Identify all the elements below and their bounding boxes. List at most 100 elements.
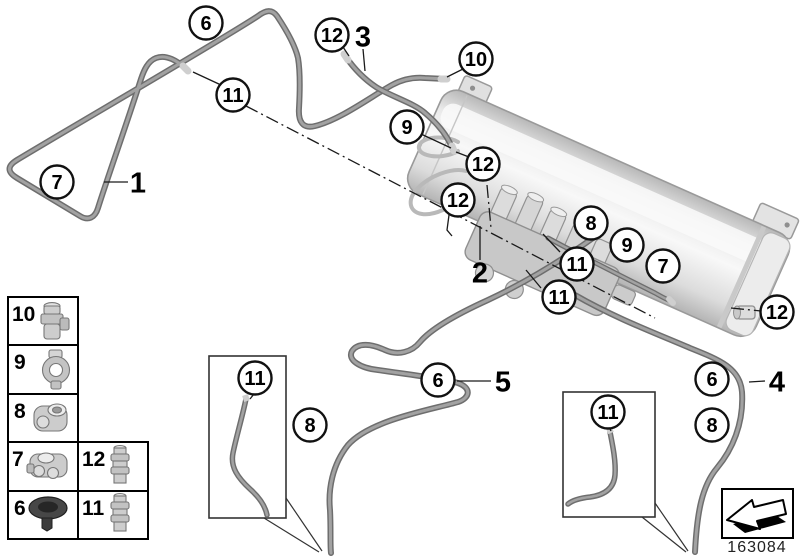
hose-main-core [8,9,448,220]
callout-12[interactable]: 12 [759,294,795,330]
hose-4 [572,292,746,555]
callout-number: 11 [566,254,587,276]
tab-hole [784,222,790,228]
direction-arrow-icon [726,499,787,533]
callout-circle[interactable] [458,41,494,77]
hose-end-fitting [448,142,458,155]
grommet-icon [28,496,68,532]
callout-11[interactable]: 11 [590,394,626,430]
callout-circle[interactable] [590,394,626,430]
callout-6[interactable]: 6 [188,5,224,41]
canister-highlight [440,103,781,270]
callout-10[interactable]: 10 [458,41,494,77]
callout-circle[interactable] [573,205,609,241]
callout-circle[interactable] [759,294,795,330]
callout-number: 2 [472,258,488,290]
looped-lines [408,135,468,217]
callout-number: 11 [597,402,618,424]
hose-3 [340,50,458,155]
legend-table: 10 9 8 [7,296,149,540]
callout-11[interactable]: 11 [541,279,577,315]
callout-number: 7 [657,256,668,278]
callout-number: 1 [130,168,146,200]
callout-5[interactable]: 5 [495,367,511,399]
hose-end-fitting [242,394,250,402]
callout-1[interactable]: 1 [130,168,146,200]
pointer-line [263,517,320,553]
callout-circle[interactable] [465,146,501,182]
legend-cell-11[interactable]: 11 [82,492,130,532]
callout-circle[interactable] [609,227,645,263]
hose-main [6,8,451,222]
callout-3[interactable]: 3 [355,22,371,54]
end-ring [716,225,767,329]
callout-11[interactable]: 11 [559,246,595,282]
callout-circle[interactable] [215,77,251,113]
callout-9[interactable]: 9 [609,227,645,263]
callout-circle[interactable] [188,5,224,41]
leader-lines [104,46,766,432]
callout-6[interactable]: 6 [694,361,730,397]
callout-6[interactable]: 6 [420,362,456,398]
callout-number: 9 [621,235,632,257]
callout-circle[interactable] [694,407,730,443]
detail-box-right [562,391,689,553]
callout-number: 4 [769,367,785,399]
callout-circle[interactable] [440,182,476,218]
callout-circle[interactable] [541,279,577,315]
callout-circle[interactable] [314,17,350,53]
callout-number: 6 [706,369,717,391]
legend-cell-9[interactable]: 9 [14,349,71,390]
hose-main-outline [6,8,449,222]
callout-number: 6 [432,370,443,392]
callout-11[interactable]: 11 [237,360,273,396]
hose-5 [326,230,603,556]
callout-8[interactable]: 8 [292,407,328,443]
callout-9[interactable]: 9 [389,109,425,145]
legend-cell-6[interactable]: 6 [14,496,68,532]
callout-circle[interactable] [420,362,456,398]
callout-8[interactable]: 8 [694,407,730,443]
callout-circle[interactable] [389,109,425,145]
line-holder-icon [33,403,68,432]
callout-8[interactable]: 8 [573,205,609,241]
legend-label-6: 6 [14,497,26,520]
pointer-line [654,502,689,552]
callout-number: 11 [548,287,569,309]
callout-number: 7 [51,172,62,194]
callout-circle[interactable] [559,246,595,282]
callout-number: 5 [495,367,511,399]
hose-end-fitting [666,296,676,306]
legend-label-9: 9 [14,351,26,374]
callout-circle[interactable] [39,164,75,200]
pointer-line [285,497,323,552]
callout-circle[interactable] [237,360,273,396]
callout-number: 6 [200,13,211,35]
callout-4[interactable]: 4 [769,367,785,399]
legend-cell-10[interactable]: 10 [12,302,70,340]
callout-number: 10 [465,49,487,71]
callout-12[interactable]: 12 [465,146,501,182]
callout-11[interactable]: 11 [215,77,251,113]
callout-number: 11 [222,85,243,107]
callout-12[interactable]: 12 [314,17,350,53]
callout-7[interactable]: 7 [645,248,681,284]
legend-cell-7[interactable]: 7 [12,448,68,480]
legend-cell-8[interactable]: 8 [14,400,68,432]
callout-circle[interactable] [292,407,328,443]
callout-7[interactable]: 7 [39,164,75,200]
callout-circle[interactable] [694,361,730,397]
tab-hole [469,85,476,91]
straight-connector-icon [110,492,130,532]
callout-12[interactable]: 12 [440,182,476,218]
callout-number: 12 [447,190,469,212]
legend-cell-12[interactable]: 12 [82,444,130,484]
callout-number: 11 [244,368,265,390]
callout-2[interactable]: 2 [472,258,488,290]
hose-end-fitting [179,62,192,75]
stamp-box [721,488,794,539]
part-number: 163084 [727,539,786,556]
callout-circle[interactable] [645,248,681,284]
